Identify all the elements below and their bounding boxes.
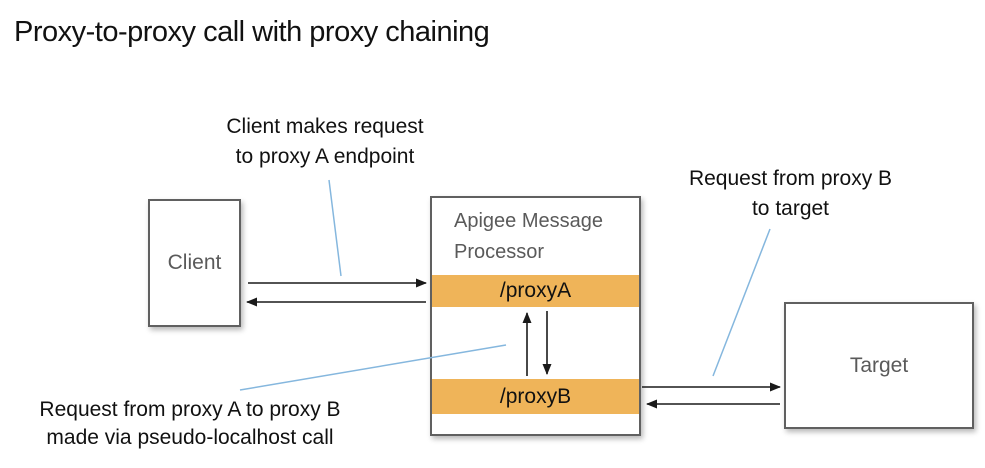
annotation-line: to proxy A endpoint xyxy=(235,145,415,168)
proxy-a-bar: /proxyA xyxy=(432,275,639,307)
target-node-label: Target xyxy=(849,353,909,377)
leader-line-client-annotation xyxy=(328,179,342,277)
client-node: Client xyxy=(148,199,241,327)
target-node: Target xyxy=(784,302,974,429)
annotation-line: Request from proxy B xyxy=(688,167,893,190)
annotation-proxyb-to-target: Request from proxy B to target xyxy=(658,164,923,224)
annotation-client-request: Client makes request to proxy A endpoint xyxy=(200,112,450,172)
annotation-proxya-to-proxyb: Request from proxy A to proxy B made via… xyxy=(12,396,368,452)
annotation-line: to target xyxy=(751,197,830,220)
page-title: Proxy-to-proxy call with proxy chaining xyxy=(14,16,490,48)
annotation-line: Request from proxy A to proxy B xyxy=(39,398,341,421)
annotation-line: made via pseudo-localhost call xyxy=(46,426,334,449)
apigee-node-title: Apigee Message Processor xyxy=(454,210,603,263)
client-node-label: Client xyxy=(167,251,222,274)
annotation-line: Client makes request xyxy=(226,115,424,138)
apigee-message-processor-node: Apigee Message Processor /proxyA /proxyB xyxy=(430,196,641,436)
proxy-b-bar: /proxyB xyxy=(432,379,639,414)
leader-line-target-annotation xyxy=(712,228,771,377)
